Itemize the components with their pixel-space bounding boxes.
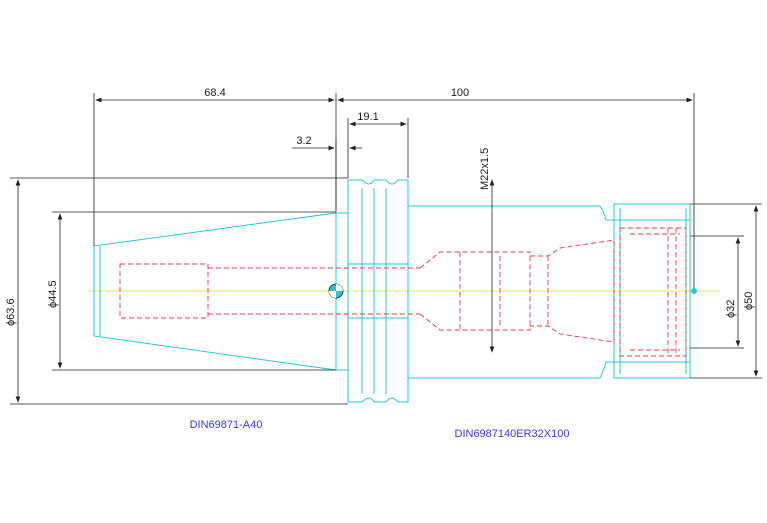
dim-thread-label: M22x1.5 [479,148,491,190]
dim-68-4-label: 68.4 [204,87,225,99]
dim-dia-50-label: ϕ50 [743,292,755,310]
dim-dia-32-label: ϕ32 [725,300,737,318]
center-mark-right [691,288,697,294]
dim-19-1: 19.1 [347,111,409,178]
body [408,203,691,379]
dim-100-label: 100 [451,87,469,99]
dim-dia-32: ϕ32 [690,235,744,349]
dim-68-4: 68.4 [93,87,337,246]
dim-thread: M22x1.5 [479,148,495,353]
dim-dia-63-6: ϕ63.6 [5,177,348,405]
hidden-bore [119,227,687,357]
dim-dia-44-5-label: ϕ44.5 [47,280,59,308]
dim-dia-44-5: ϕ44.5 [47,211,336,371]
dim-dia-63-6-label: ϕ63.6 [5,298,17,326]
dim-19-1-label: 19.1 [357,111,378,123]
dim-dia-50: ϕ50 [690,203,762,379]
dim-3-2-label: 3.2 [296,135,311,147]
caption-left: DIN69871-A40 [190,419,263,431]
flange [336,179,409,403]
dim-100: 100 [337,87,695,288]
dim-3-2: 3.2 [292,135,362,212]
caption-right: DIN6987140ER32X100 [455,428,570,440]
